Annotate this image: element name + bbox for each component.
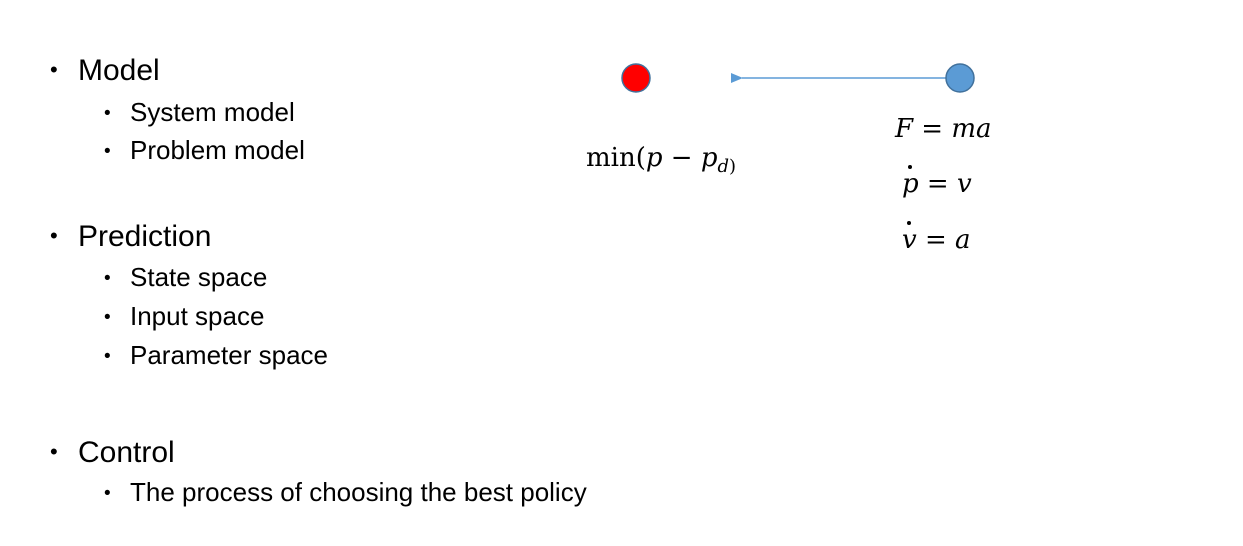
bullet-dot: • (50, 57, 58, 82)
sub-bullet-label: Parameter space (130, 340, 328, 370)
objective-expression: min(p − pd) (586, 142, 736, 183)
bullet-label: Control (78, 436, 175, 469)
equation-op: = (916, 225, 956, 255)
equation-rhs: ma (951, 114, 992, 144)
bullet-dot: • (50, 439, 58, 464)
diagram-graphics (621, 63, 975, 93)
equation-velocity-rate: v = a (902, 224, 971, 256)
equation-lhs: p (902, 169, 919, 199)
point-mass-diagram: min(p − pd) F = ma p = v v = a (570, 50, 1050, 280)
equation-rhs: v (956, 169, 972, 199)
sub-bullet-label: State space (130, 262, 268, 292)
equation-position-rate: p = v (902, 168, 972, 200)
bullet-dot: • (104, 483, 111, 504)
objective-p: p (645, 143, 663, 173)
sub-bullet-label: The process of choosing the best policy (130, 477, 587, 507)
bullet-label: Prediction (78, 220, 212, 253)
objective-pd: p (700, 143, 718, 173)
equation-op: = (913, 114, 952, 144)
bullet-label: Model (78, 54, 160, 87)
bullet-dot: • (104, 307, 111, 328)
objective-subscript: d (717, 156, 730, 177)
agent-position-dot (945, 63, 975, 93)
sub-bullet-parameter-space: • Parameter space (104, 339, 328, 373)
objective-open: ( (635, 143, 646, 173)
objective-func: min (586, 143, 636, 173)
sub-bullet-label: System model (130, 97, 295, 127)
objective-close: ) (729, 156, 737, 177)
equation-op: = (918, 169, 957, 199)
equation-rhs: a (955, 225, 971, 255)
objective-minus: − (662, 143, 701, 173)
sub-bullet-label: Input space (130, 301, 265, 331)
bullet-dot: • (50, 223, 58, 248)
equation-lhs: F (895, 114, 914, 144)
bullet-model: • Model (50, 52, 160, 89)
target-position-dot (621, 63, 651, 93)
sub-bullet-input-space: • Input space (104, 300, 264, 334)
equation-lhs: v (902, 225, 917, 255)
sub-bullet-problem-model: • Problem model (104, 134, 305, 168)
sub-bullet-label: Problem model (130, 135, 305, 165)
bullet-dot: • (104, 346, 111, 367)
bullet-dot: • (104, 103, 111, 124)
bullet-dot: • (104, 268, 111, 289)
sub-bullet-state-space: • State space (104, 261, 267, 295)
bullet-dot: • (104, 141, 111, 162)
sub-bullet-system-model: • System model (104, 96, 295, 130)
bullet-prediction: • Prediction (50, 218, 211, 255)
sub-bullet-best-policy: • The process of choosing the best policy (104, 476, 587, 510)
bullet-control: • Control (50, 434, 175, 471)
equation-newton: F = ma (895, 113, 992, 145)
